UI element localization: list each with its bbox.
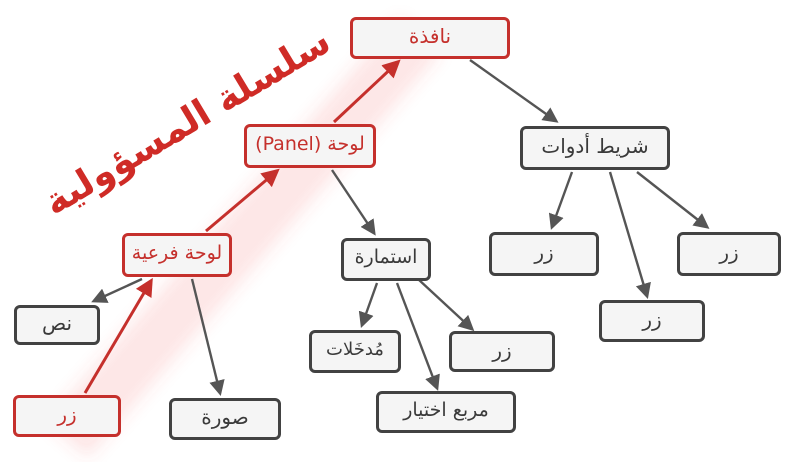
edge-toolbar-button2 xyxy=(608,171,651,299)
node-image: صورة xyxy=(169,398,281,440)
node-toolbar-button-2: زر xyxy=(599,300,705,342)
edge-panel-form xyxy=(331,169,376,236)
edge-form-checkbox xyxy=(395,282,440,391)
node-subpanel: لوحة فرعية xyxy=(122,233,232,277)
edge-toolbar-button1 xyxy=(548,171,574,230)
edge-subpanel-image xyxy=(190,278,225,397)
node-toolbar-button-3: زر xyxy=(677,232,781,276)
node-window: نافذة xyxy=(350,17,510,59)
node-form-button: زر xyxy=(449,331,555,372)
edge-subpanel-panel xyxy=(205,168,280,233)
node-checkbox: مربع اختيار xyxy=(376,391,516,433)
edge-panel-window xyxy=(332,59,401,124)
node-button-red: زر xyxy=(13,395,121,437)
node-text: نص xyxy=(14,305,100,345)
node-inputs: مُدخَلات xyxy=(309,330,401,373)
edge-form-button xyxy=(417,278,475,332)
edge-buttonred-subpanel xyxy=(83,277,153,394)
edge-form-inputs xyxy=(358,282,379,328)
node-toolbar-button-1: زر xyxy=(489,232,599,276)
edge-subpanel-text xyxy=(91,277,143,303)
edge-window-toolbar xyxy=(469,59,559,123)
node-toolbar: شريط أدوات xyxy=(520,126,670,170)
node-panel: لوحة (Panel) xyxy=(244,124,376,168)
node-form: استمارة xyxy=(341,238,431,281)
edge-toolbar-button3 xyxy=(636,171,710,229)
